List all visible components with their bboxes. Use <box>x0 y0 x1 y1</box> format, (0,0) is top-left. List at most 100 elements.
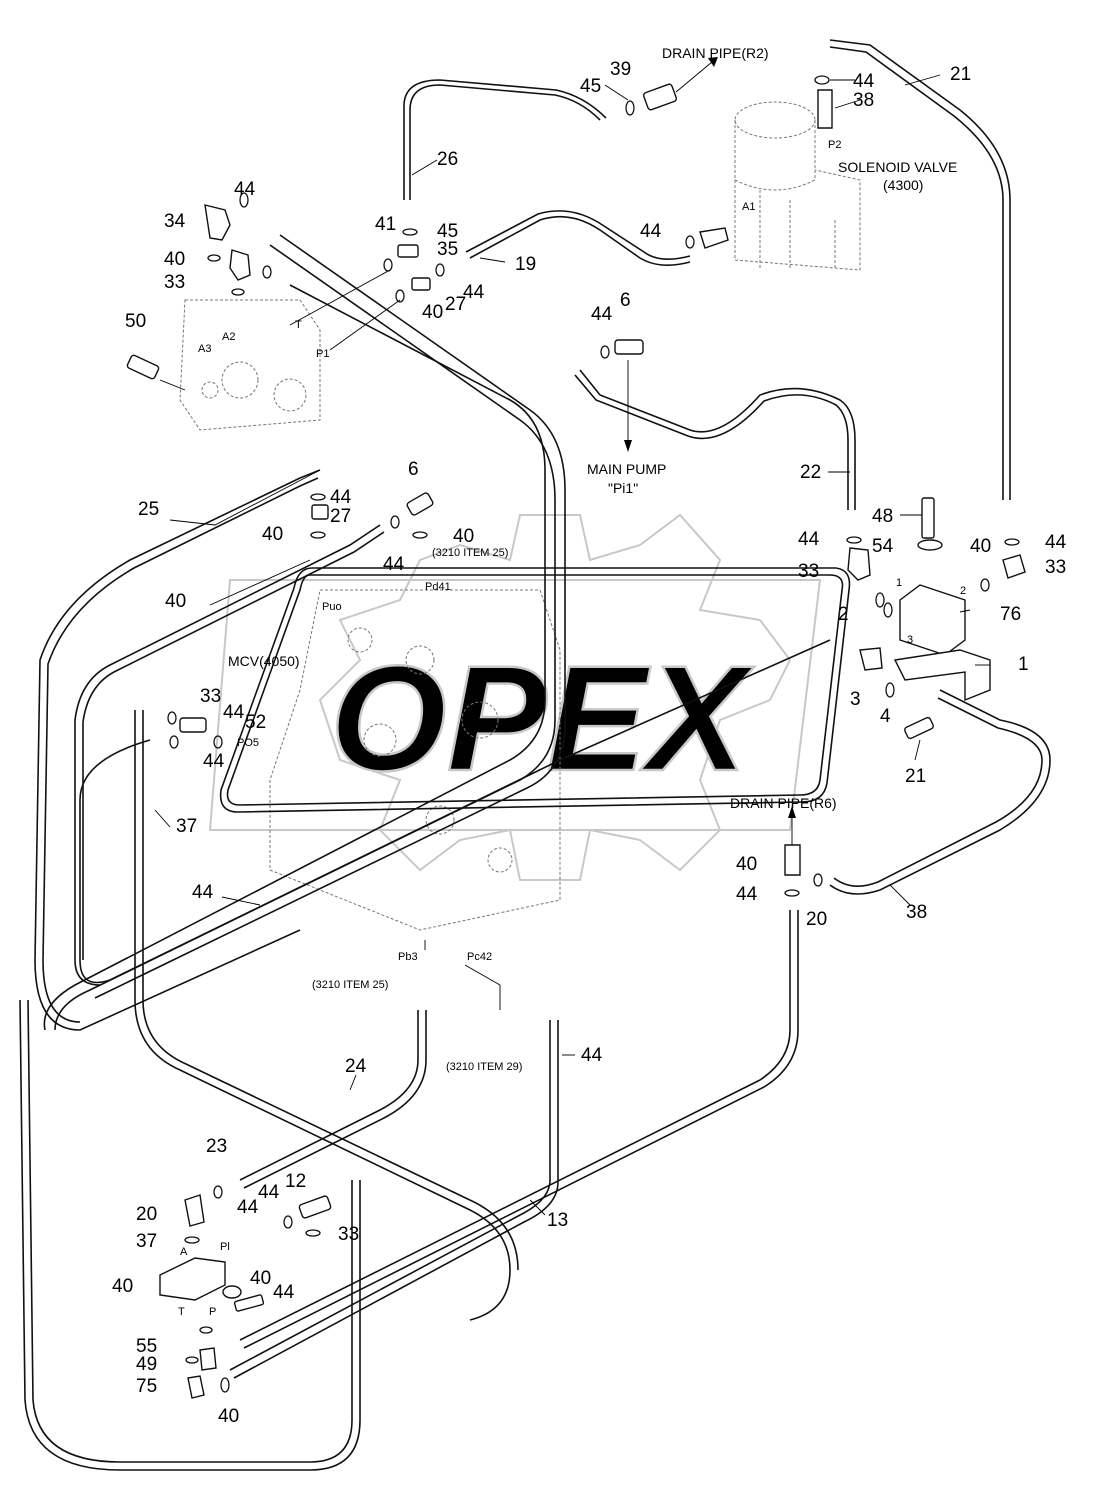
svg-text:A2: A2 <box>222 331 235 343</box>
callout: 40 <box>262 524 283 545</box>
callout: 44 <box>640 221 662 242</box>
callout: 75 <box>136 1376 157 1397</box>
callout: 33 <box>164 272 185 293</box>
callout: 40 <box>218 1406 239 1427</box>
callout: 1 <box>1018 654 1029 675</box>
svg-text:3: 3 <box>907 634 913 646</box>
bolt-49 <box>233 1294 265 1312</box>
callout: 3 <box>850 689 861 710</box>
elbow-33 <box>229 249 251 281</box>
callout: 38 <box>906 902 927 923</box>
bolt-50 <box>126 354 160 380</box>
callout: 37 <box>176 816 197 837</box>
mcv-label: MCV(4050) <box>228 653 300 669</box>
leader-lines <box>154 74 990 1216</box>
callout: 49 <box>136 1354 157 1375</box>
callout: 45 <box>437 221 458 242</box>
callout: 44 <box>591 304 613 325</box>
valve-block-a3-a2 <box>179 299 321 431</box>
callout: 40 <box>422 302 443 323</box>
callout: 6 <box>408 459 419 480</box>
elbow-33-right-a <box>847 547 871 581</box>
callout: 23 <box>206 1136 227 1157</box>
callout: 20 <box>136 1204 157 1225</box>
connector-35 <box>397 244 419 258</box>
callout: 37 <box>136 1231 157 1252</box>
valve-block-76 <box>899 584 966 656</box>
callout-numbers: 39 45 44 38 21 26 44 34 41 45 35 19 44 4… <box>112 59 1067 1427</box>
tee-6-mid <box>406 492 434 516</box>
svg-text:P1: P1 <box>316 348 329 360</box>
svg-text:P: P <box>209 1306 216 1318</box>
callout: 40 <box>112 1276 133 1297</box>
callout: 6 <box>620 290 631 311</box>
drain-pipe-r2-label: DRAIN PIPE(R2) <box>662 45 769 61</box>
text-labels: DRAIN PIPE(R2) SOLENOID VALVE (4300) MAI… <box>178 45 966 1318</box>
callout: 40 <box>165 591 186 612</box>
callout: 44 <box>798 529 820 550</box>
connector-27-top <box>411 277 431 291</box>
callout: 44 <box>1045 532 1067 553</box>
callout: 76 <box>1000 604 1021 625</box>
callout: 44 <box>853 71 875 92</box>
callout: 44 <box>383 554 405 575</box>
valve-block-75 <box>159 1257 226 1301</box>
elbow-33-bottom-b <box>199 1347 217 1371</box>
svg-text:Pd41: Pd41 <box>425 581 451 593</box>
elbow-34 <box>204 204 231 241</box>
callout: 40 <box>453 526 474 547</box>
bolt-52 <box>904 716 934 740</box>
callout: 26 <box>437 149 458 170</box>
bolt-48 <box>921 497 935 539</box>
tee-6-main-pump <box>614 339 644 355</box>
solenoid-valve-label: SOLENOID VALVE <box>838 159 957 175</box>
callout: 44 <box>273 1282 295 1303</box>
callout: 54 <box>872 536 894 557</box>
tee-37-bottom <box>298 1195 332 1219</box>
callout: 44 <box>736 884 758 905</box>
callout: 22 <box>800 462 821 483</box>
callout: 33 <box>1045 557 1066 578</box>
elbow-33-right-c <box>859 647 883 671</box>
callout: 4 <box>880 706 891 727</box>
elbow-33-bottom <box>184 1194 205 1227</box>
ref-3210-25-top: (3210 ITEM 25) <box>432 547 508 559</box>
hoses <box>19 39 1051 1471</box>
callout: 44 <box>203 751 225 772</box>
tee-fitting-39 <box>642 83 678 111</box>
callout: 35 <box>437 239 458 260</box>
svg-text:P2: P2 <box>828 139 841 151</box>
svg-text:A1: A1 <box>742 201 755 213</box>
callout: 44 <box>330 487 352 508</box>
drain-r2-arrow <box>675 61 713 93</box>
callout: 40 <box>736 854 757 875</box>
solenoid-code-label: (4300) <box>883 177 923 193</box>
callout: 21 <box>950 64 971 85</box>
callout: 27 <box>330 506 351 527</box>
mcv-body <box>269 589 561 931</box>
svg-text:T: T <box>295 319 302 331</box>
callout: 45 <box>580 76 601 97</box>
ref-3210-25-bottom: (3210 ITEM 25) <box>312 979 388 991</box>
callout: 34 <box>164 211 186 232</box>
elbow-34-bottom <box>187 1375 205 1399</box>
callout: 38 <box>853 90 874 111</box>
svg-text:Puo: Puo <box>322 601 342 613</box>
tee-38-drain <box>784 844 801 876</box>
fittings <box>126 75 1026 1399</box>
ref-3210-29-label: (3210 ITEM 29) <box>446 1061 522 1073</box>
solenoid-valve-body <box>734 101 861 271</box>
callout: 44 <box>237 1197 259 1218</box>
callout: 44 <box>258 1182 280 1203</box>
callout: 50 <box>125 311 146 332</box>
callout: 48 <box>872 506 893 527</box>
svg-text:PO5: PO5 <box>237 737 259 749</box>
callout: 52 <box>245 712 266 733</box>
callout: 25 <box>138 499 159 520</box>
svg-text:1: 1 <box>896 577 902 589</box>
svg-text:Pb3: Pb3 <box>398 951 418 963</box>
callout: 44 <box>223 702 245 723</box>
washer-55 <box>222 1285 242 1299</box>
callout: 41 <box>375 214 396 235</box>
